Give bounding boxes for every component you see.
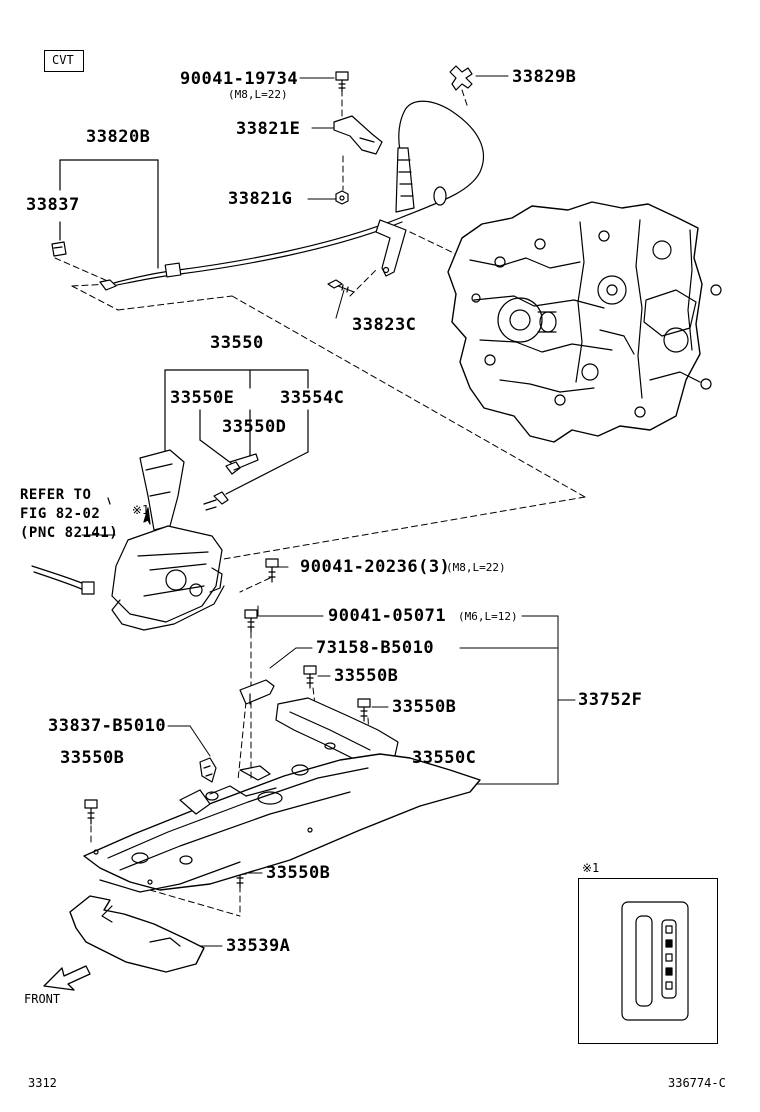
assembly-dashes	[54, 89, 586, 917]
bolt-icon	[244, 609, 258, 633]
part-label[interactable]: 33550	[210, 333, 264, 353]
part-label[interactable]: 33550E	[170, 388, 235, 408]
part-label[interactable]: 73158-B5010	[316, 638, 435, 658]
nut-icon	[335, 190, 349, 205]
part-label[interactable]: 33820B	[86, 127, 151, 147]
part-label[interactable]: 90041-05071	[328, 606, 447, 626]
base-plate-illustration	[83, 742, 481, 893]
drawing-code: 336774-C	[668, 1076, 726, 1090]
bolt-icon	[265, 558, 279, 583]
bracket-33821e-icon	[333, 115, 383, 155]
refer-text: REFER TO	[20, 487, 92, 503]
part-label[interactable]: 33539A	[226, 936, 291, 956]
part-label[interactable]: 33550C	[412, 748, 477, 768]
part-label[interactable]: 33550D	[222, 417, 287, 437]
front-arrow-icon	[43, 965, 91, 991]
part-spec: (M6,L=12)	[458, 610, 518, 623]
page-code: 3312	[28, 1076, 57, 1090]
part-label[interactable]: 33829B	[512, 67, 577, 87]
refer-text: (PNC 82141)	[20, 525, 119, 541]
shift-lever-illustration	[31, 449, 259, 631]
part-label[interactable]: 33823C	[352, 315, 417, 335]
part-label[interactable]: 33550B	[60, 748, 125, 768]
bolt-icon	[84, 799, 98, 825]
cover-33539a-illustration	[69, 895, 205, 973]
inset-box	[578, 878, 718, 1044]
part-label[interactable]: 33837	[26, 195, 80, 215]
shift-cable	[99, 100, 485, 291]
note-mark: ※1	[132, 503, 150, 517]
clip-33837-icon	[51, 241, 67, 257]
bracket-33820b	[59, 159, 159, 269]
bolt-icon	[335, 71, 349, 93]
cvt-tag	[44, 50, 84, 72]
part-label[interactable]: 90041-20236(3)	[300, 557, 451, 577]
part-label[interactable]: 33554C	[280, 388, 345, 408]
part-spec: (M8,L=22)	[446, 561, 506, 574]
cvt-tag-label: CVT	[52, 53, 74, 67]
front-label: FRONT	[24, 992, 61, 1006]
part-label[interactable]: 33821E	[236, 119, 301, 139]
part-label[interactable]: 33550B	[392, 697, 457, 717]
inset-shift-gate-illustration	[621, 901, 689, 1021]
part-label[interactable]: 33837-B5010	[48, 716, 167, 736]
transmission-illustration	[447, 201, 722, 443]
bracket-73158-icon	[239, 679, 275, 705]
part-label[interactable]: 90041-19734	[180, 69, 299, 89]
bolt-icon	[357, 698, 371, 722]
inset-mark: ※1	[582, 861, 600, 875]
part-label[interactable]: 33821G	[228, 189, 293, 209]
part-spec: (M8,L=22)	[228, 88, 288, 101]
refer-text: FIG 82-02	[20, 506, 101, 522]
bracket-33550	[164, 369, 309, 495]
bolt-icon	[303, 665, 317, 689]
part-label[interactable]: 33550B	[334, 666, 399, 686]
part-label[interactable]: 33752F	[578, 690, 643, 710]
part-label[interactable]: 33550B	[266, 863, 331, 883]
bolt-icon	[327, 279, 355, 293]
clip-icon	[449, 65, 473, 91]
clip-33837-b5010-icon	[199, 757, 217, 783]
